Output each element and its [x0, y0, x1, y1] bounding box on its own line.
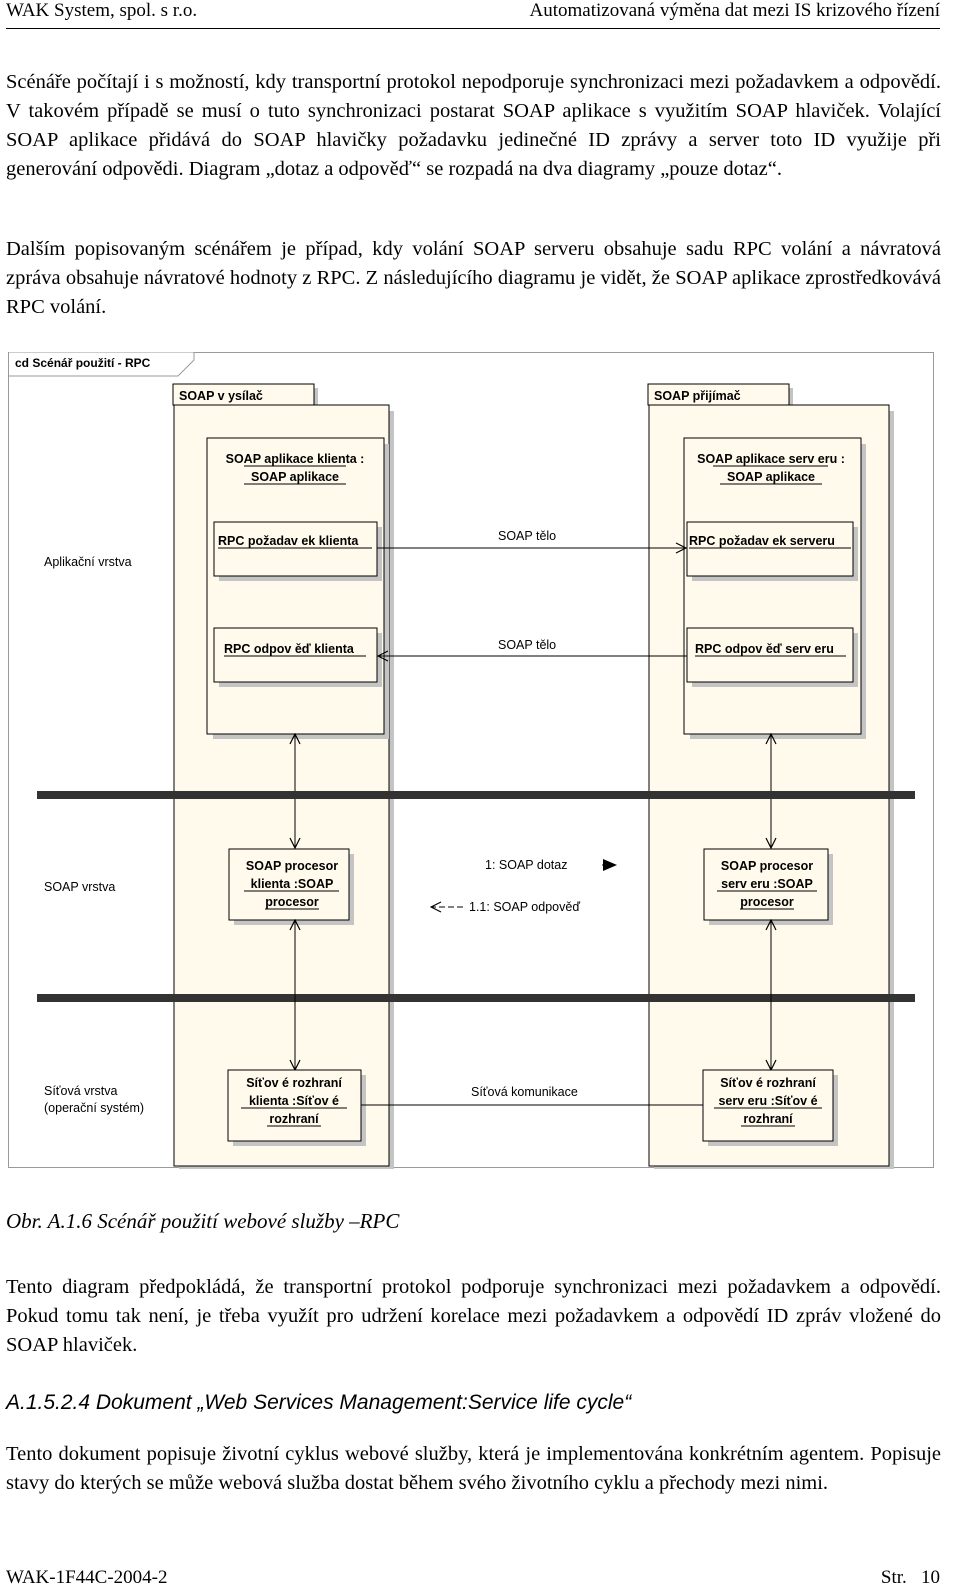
rpc-diagram: cd Scénář použití - RPC SOAP v ysílač SO… [8, 352, 936, 1175]
svg-text:klienta :SOAP: klienta :SOAP [251, 877, 334, 891]
paragraph-rpc: Dalším popisovaným scénářem je případ, k… [6, 238, 941, 318]
svg-text:SOAP aplikace: SOAP aplikace [727, 470, 815, 484]
paragraph-assumption: Tento diagram předpokládá, že transportn… [6, 1276, 941, 1356]
svg-text:rozhraní: rozhraní [269, 1112, 319, 1126]
figure-caption: Obr. A.1.6 Scénář použití webové služby … [6, 1209, 400, 1233]
svg-text:SOAP aplikace: SOAP aplikace [251, 470, 339, 484]
client-net-interface [227, 1069, 362, 1142]
svg-text:rozhraní: rozhraní [743, 1112, 793, 1126]
rpc-response-server [686, 627, 854, 683]
svg-text:Síťov é rozhraní: Síťov é rozhraní [720, 1076, 816, 1090]
section-heading: A.1.5.2.4 Dokument „Web Services Managem… [6, 1391, 632, 1414]
svg-text:RPC požadav ek klienta: RPC požadav ek klienta [218, 534, 359, 548]
frame-label: cd Scénář použití - RPC [15, 356, 151, 370]
svg-text:SOAP aplikace serv eru :: SOAP aplikace serv eru : [697, 452, 845, 466]
svg-text:RPC odpov ěď serv eru: RPC odpov ěď serv eru [695, 642, 834, 656]
net-comm-label: Síťová komunikace [471, 1085, 578, 1099]
soap-body-label-1: SOAP tělo [498, 529, 556, 543]
rpc-response-client [213, 627, 378, 683]
rpc-request-client [213, 521, 378, 577]
soap-response-label: 1.1: SOAP odpověď [469, 900, 580, 914]
server-processor [703, 848, 829, 921]
paragraph-lifecycle: Tento dokument popisuje životní cyklus w… [6, 1443, 941, 1494]
svg-text:RPC odpov ěď klienta: RPC odpov ěď klienta [224, 642, 355, 656]
footer-page: Str. 10 [880, 1567, 940, 1588]
svg-text:serv eru :Síťov é: serv eru :Síťov é [718, 1094, 817, 1108]
header-rule [6, 28, 940, 29]
layer-label-net-2: (operační systém) [44, 1101, 144, 1115]
soap-query-label: 1: SOAP dotaz [485, 858, 567, 872]
svg-text:SOAP aplikace klienta :: SOAP aplikace klienta : [226, 452, 365, 466]
svg-text:RPC požadav ek serveru: RPC požadav ek serveru [689, 534, 835, 548]
svg-text:procesor: procesor [740, 895, 794, 909]
sender-title: SOAP v ysílač [179, 389, 263, 403]
layer-divider-1 [37, 791, 915, 799]
layer-label-net-1: Síťová vrstva [44, 1084, 118, 1098]
receiver-title: SOAP přijímač [654, 389, 741, 403]
header-title: Automatizovaná výměna dat mezi IS krizov… [529, 0, 940, 21]
frame-label-tab [8, 352, 195, 377]
svg-text:Síťov é rozhraní: Síťov é rozhraní [246, 1076, 342, 1090]
svg-text:SOAP procesor: SOAP procesor [721, 859, 813, 873]
client-processor [228, 848, 350, 921]
svg-text:serv eru :SOAP: serv eru :SOAP [721, 877, 813, 891]
svg-text:klienta :Síťov é: klienta :Síťov é [249, 1094, 339, 1108]
layer-label-soap: SOAP vrstva [44, 880, 115, 894]
svg-text:procesor: procesor [265, 895, 319, 909]
svg-text:SOAP procesor: SOAP procesor [246, 859, 338, 873]
layer-divider-2 [37, 994, 915, 1002]
footer-docid: WAK-1F44C-2004-2 [6, 1567, 168, 1588]
rpc-request-server [686, 521, 854, 577]
header-company: WAK System, spol. s r.o. [6, 0, 198, 21]
layer-label-app: Aplikační vrstva [44, 555, 132, 569]
paragraph-sync: Scénáře počítají i s možností, kdy trans… [6, 71, 941, 180]
soap-body-label-2: SOAP tělo [498, 638, 556, 652]
